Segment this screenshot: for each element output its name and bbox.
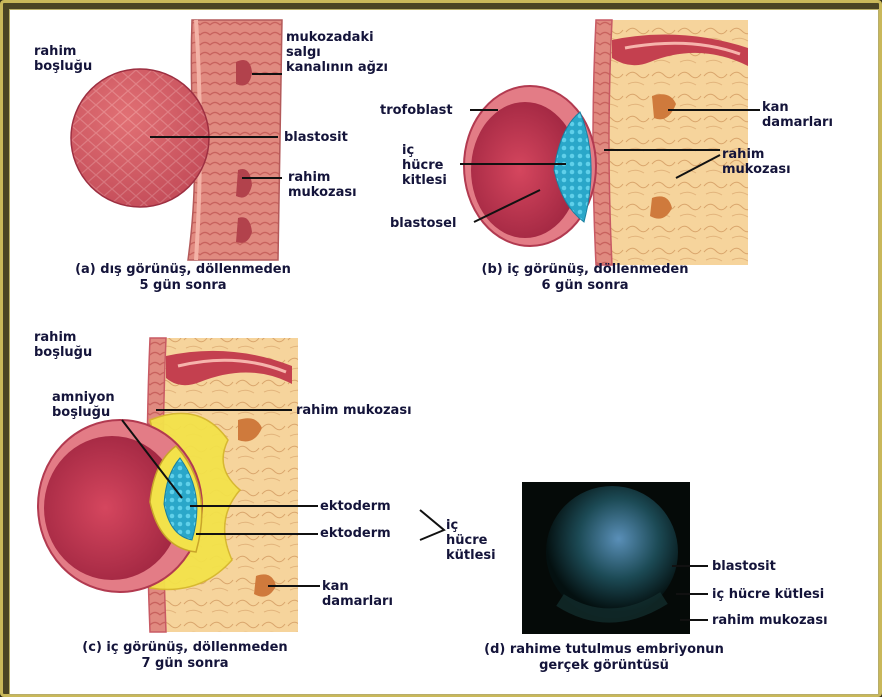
label-icm-d: iç hücre kütlesi bbox=[712, 587, 824, 602]
label-icm-b: iç hücre kitlesi bbox=[402, 143, 447, 188]
caption-a: (a) dış görünüş, döllenmeden 5 gün sonra bbox=[68, 262, 298, 294]
label-blastocyst-d: blastosit bbox=[712, 559, 776, 574]
label-amnion-c: amniyon boşluğu bbox=[52, 390, 115, 420]
panel-b-illustration bbox=[460, 20, 760, 265]
label-vessels-c: kan damarları bbox=[322, 579, 393, 609]
label-ectoderm2-c: ektoderm bbox=[320, 526, 391, 541]
label-uterine-cavity-c: rahim boşluğu bbox=[34, 330, 92, 360]
label-ectoderm1-c: ektoderm bbox=[320, 499, 391, 514]
panel-a-illustration bbox=[71, 20, 282, 260]
label-uterine-cavity-a: rahim boşluğu bbox=[34, 44, 92, 74]
panel-d-photo bbox=[522, 482, 708, 634]
label-mucosa-a: rahim mukozası bbox=[288, 170, 357, 200]
label-mucosa-d: rahim mukozası bbox=[712, 613, 828, 628]
label-blastocoel-b: blastosel bbox=[390, 216, 456, 231]
label-trophoblast-b: trofoblast bbox=[380, 103, 453, 118]
bracket-icm-c bbox=[420, 510, 444, 540]
label-icm-c: iç hücre kütlesi bbox=[446, 518, 496, 563]
label-gland-opening-a: mukozadaki salgı kanalının ağzı bbox=[286, 30, 388, 75]
caption-d: (d) rahime tutulmus embriyonun gerçek gö… bbox=[454, 642, 754, 674]
label-mucosa-c: rahim mukozası bbox=[296, 403, 412, 418]
caption-c: (c) iç görünüş, döllenmeden 7 gün sonra bbox=[70, 640, 300, 672]
label-blastocyst-a: blastosit bbox=[284, 130, 348, 145]
label-mucosa-b: rahim mukozası bbox=[722, 147, 791, 177]
caption-b: (b) iç görünüş, döllenmeden 6 gün sonra bbox=[470, 262, 700, 294]
label-vessels-b: kan damarları bbox=[762, 100, 833, 130]
